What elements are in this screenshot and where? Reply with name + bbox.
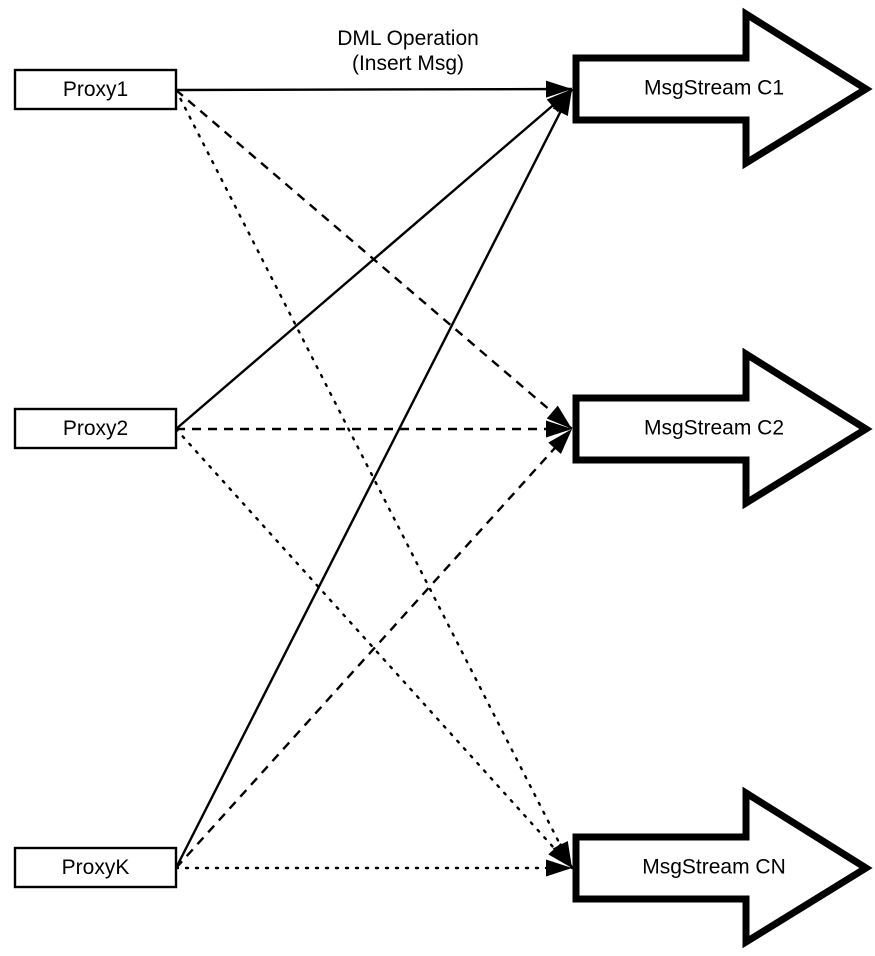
arrowhead-p2-c2 (546, 420, 572, 438)
edge-pk-c1 (174, 88, 574, 869)
stream-label: MsgStream CN (642, 856, 786, 879)
proxy-box-shape (13, 68, 178, 111)
arrowhead-pk-c1 (552, 89, 572, 117)
stream-node-stream_cn[interactable]: MsgStream CN (572, 786, 873, 949)
stream-label: MsgStream C2 (644, 417, 784, 440)
arrowheads-layer (545, 80, 572, 877)
proxy-label: Proxy1 (63, 78, 128, 101)
edge-caption-line1: DML Operation (337, 27, 479, 50)
proxy-label: Proxy2 (63, 417, 128, 440)
stream-node-stream_c1[interactable]: MsgStream C1 (572, 7, 873, 170)
edge-caption: DML Operation (Insert Msg) (337, 27, 479, 75)
arrowhead-p1-c2 (546, 405, 572, 429)
stream-arrow-shape (572, 347, 873, 510)
arrowhead-pk-cn (546, 859, 572, 877)
edges-layer (174, 87, 574, 870)
stream-arrow-shape (572, 786, 873, 949)
stream-arrow-shape (572, 7, 873, 170)
streams-layer: MsgStream C1 MsgStream C2 MsgStream CN (572, 7, 873, 949)
proxy-label: ProxyK (62, 856, 130, 879)
proxy-node-proxy1[interactable]: Proxy1 (13, 68, 178, 111)
proxy-node-proxy2[interactable]: Proxy2 (13, 407, 178, 450)
proxy-box-shape (13, 407, 178, 450)
edge-pk-c2 (175, 428, 573, 869)
edge-p2-c1 (175, 88, 573, 430)
edge-caption-line2: (Insert Msg) (352, 52, 464, 75)
arrowhead-p2-c1 (546, 89, 572, 113)
arrowhead-p1-c1 (545, 80, 572, 98)
proxy-node-proxyK[interactable]: ProxyK (13, 846, 178, 889)
proxy-box-shape (13, 846, 178, 889)
arrowhead-pk-c2 (548, 429, 572, 454)
stream-label: MsgStream C1 (644, 77, 784, 100)
arrowhead-p2-cn (548, 843, 572, 868)
edge-p1-c1 (175, 87, 573, 92)
edge-p2-cn (174, 427, 574, 870)
stream-node-stream_c2[interactable]: MsgStream C2 (572, 347, 873, 510)
